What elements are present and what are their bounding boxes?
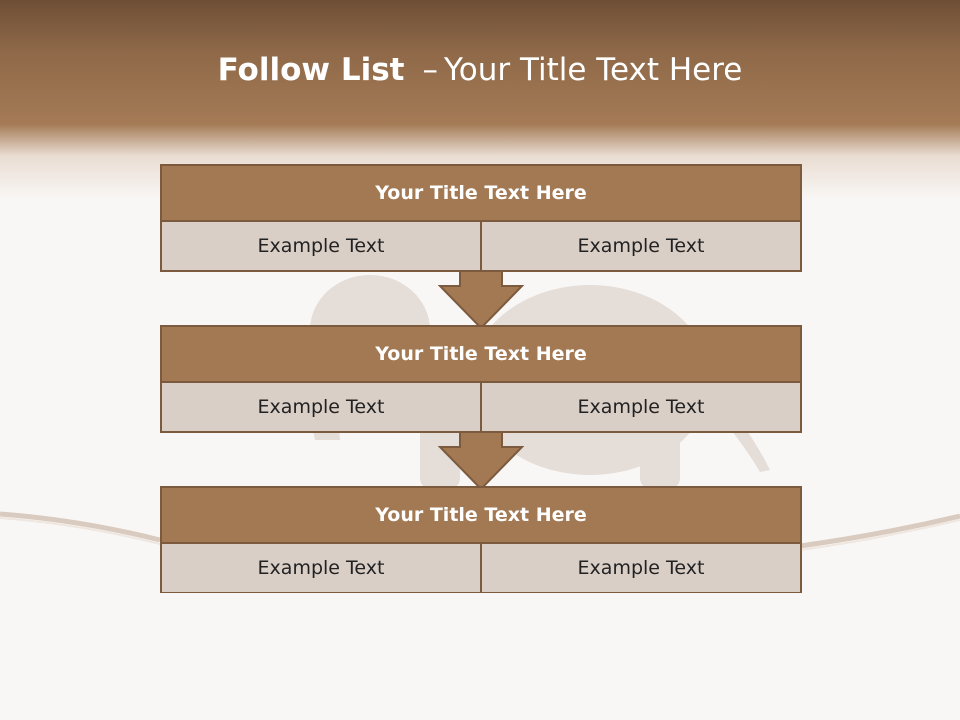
title-rest: Your Title Text Here (443, 52, 743, 88)
step-block-2: Your Title Text Here Example Text Exampl… (160, 325, 802, 433)
step-row: Example Text Example Text (162, 544, 800, 592)
tightrope-image (0, 511, 960, 549)
page-title: Follow List–Your Title Text Here (0, 52, 960, 88)
step-cell-left: Example Text (162, 383, 480, 431)
down-arrow-icon (438, 270, 524, 330)
step-title: Your Title Text Here (162, 488, 800, 544)
step-block-1: Your Title Text Here Example Text Exampl… (160, 164, 802, 272)
title-dash: – (422, 52, 438, 88)
step-title: Your Title Text Here (162, 166, 800, 222)
step-cell-right: Example Text (480, 544, 800, 592)
title-bold: Follow List (217, 52, 405, 88)
step-block-3: Your Title Text Here Example Text Exampl… (160, 486, 802, 593)
step-title: Your Title Text Here (162, 327, 800, 383)
step-cell-right: Example Text (480, 383, 800, 431)
step-cell-left: Example Text (162, 222, 480, 270)
down-arrow-icon (438, 431, 524, 491)
step-row: Example Text Example Text (162, 383, 800, 431)
step-row: Example Text Example Text (162, 222, 800, 270)
step-cell-left: Example Text (162, 544, 480, 592)
step-cell-right: Example Text (480, 222, 800, 270)
